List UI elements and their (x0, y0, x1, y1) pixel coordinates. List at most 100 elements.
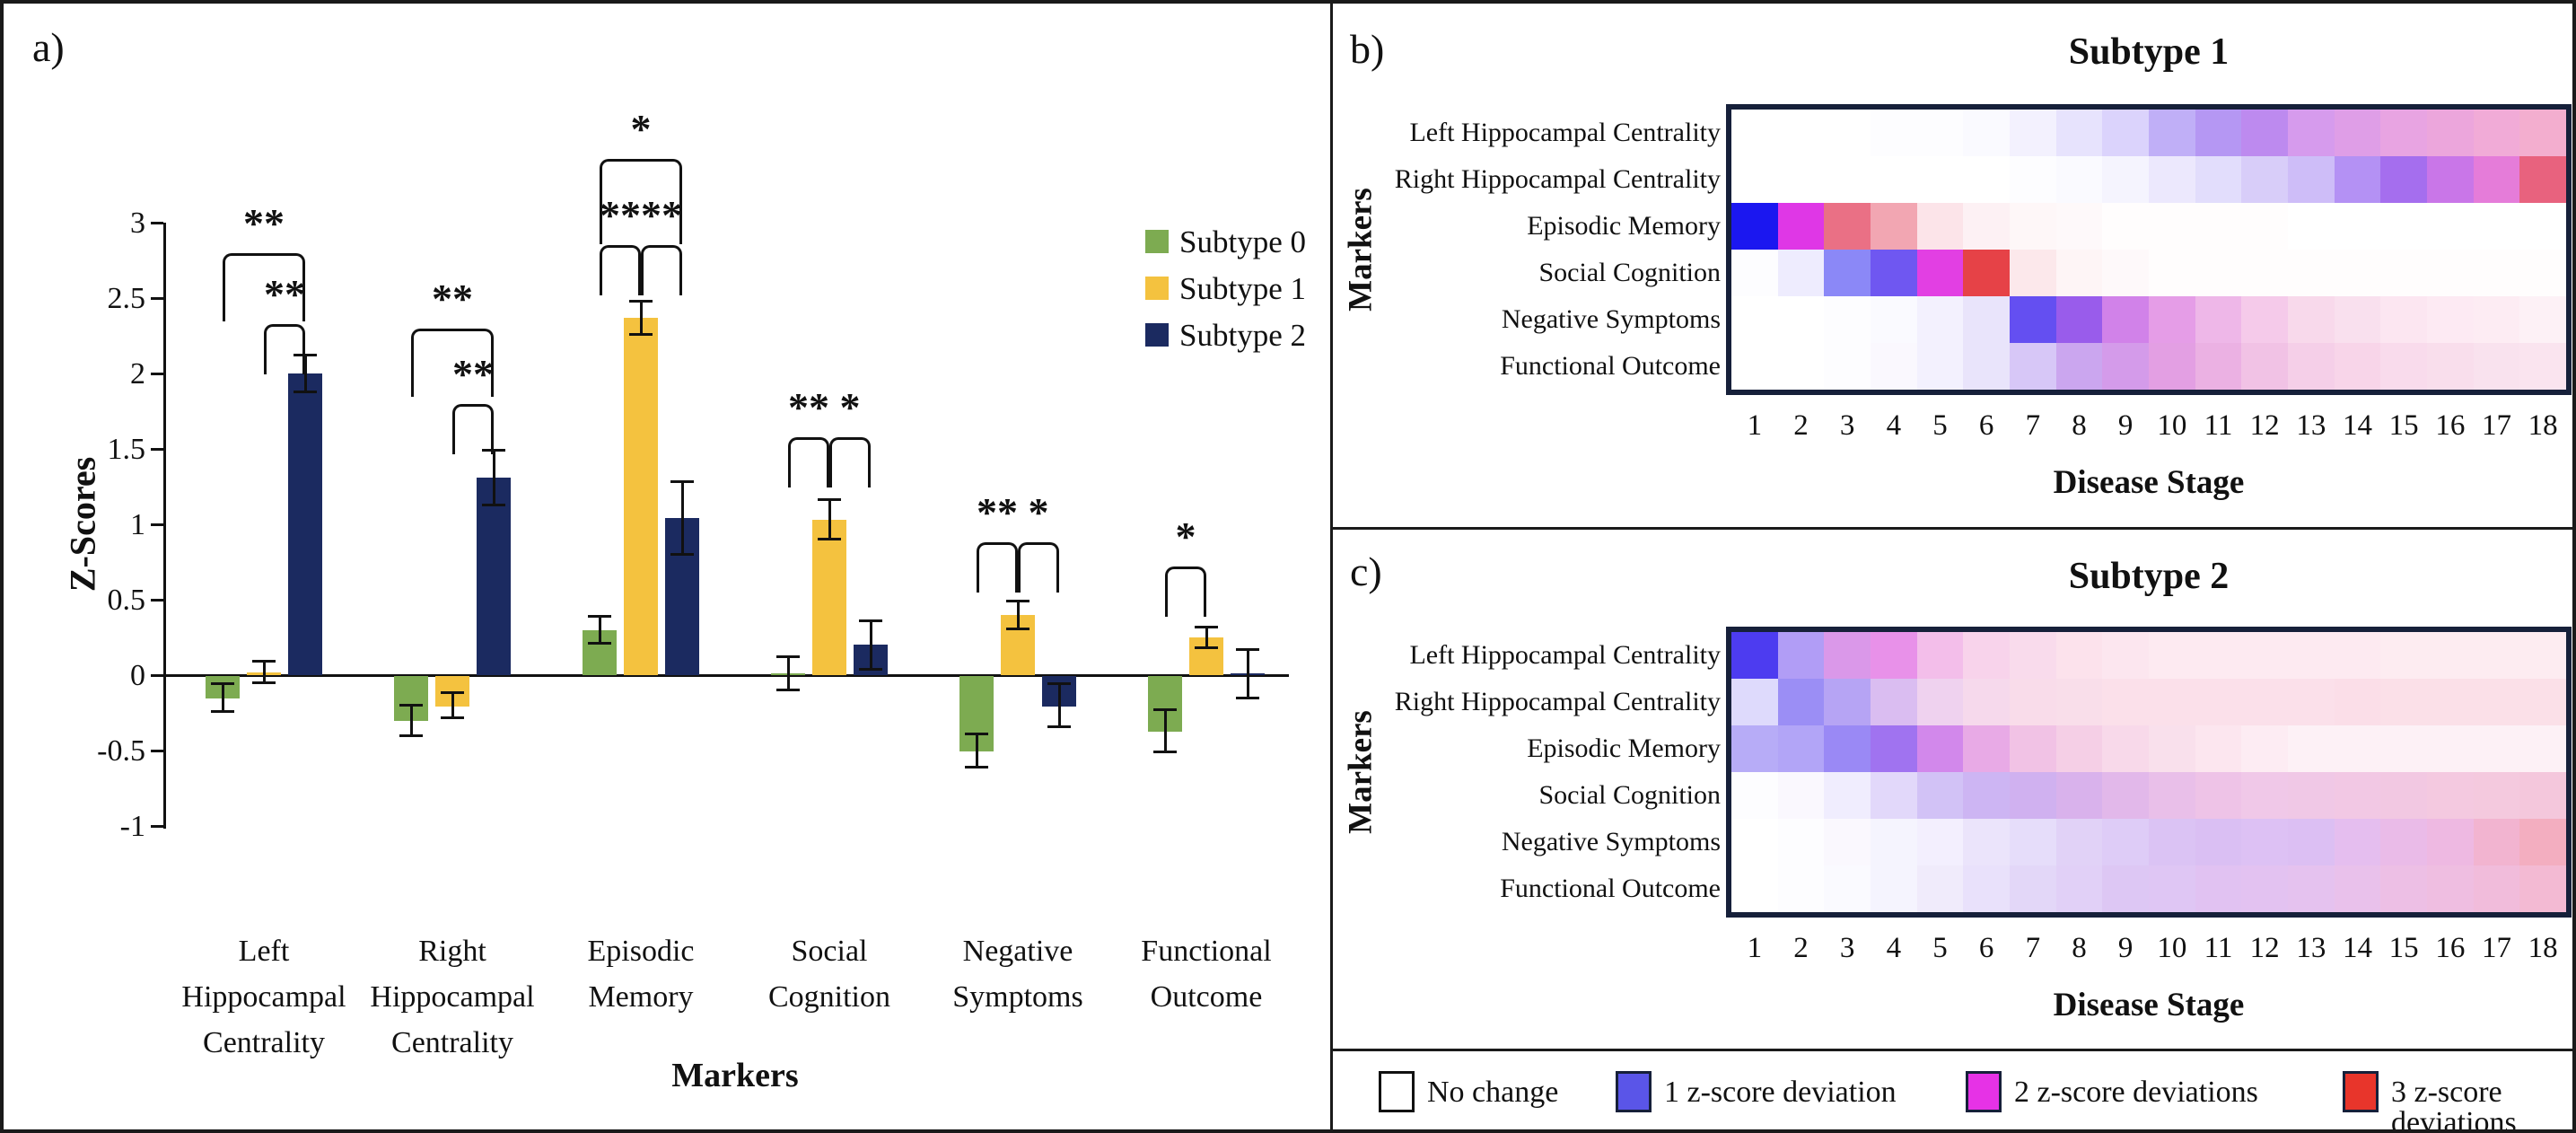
heatmap-cell-r5-s3 (1824, 343, 1871, 390)
heatmap-cell-r3-s17 (2473, 250, 2520, 296)
heatmap-cell-r2-s6 (1963, 203, 2011, 250)
heatmap-cell-r2-s14 (2334, 203, 2381, 250)
heatmap-cell-r3-s10 (2149, 250, 2195, 296)
stage-tick-label: 12 (2249, 932, 2280, 964)
heatmap-cell-r4-s16 (2427, 296, 2474, 343)
heatmap-row-label: Negative Symptoms (1501, 827, 1721, 856)
error-bar-line (599, 614, 601, 646)
error-bar-line (263, 660, 266, 685)
error-bar-line (828, 498, 831, 541)
heatmap-cell-r3-s8 (2055, 772, 2103, 819)
heatmap-cell-r2-s1 (1731, 203, 1778, 250)
error-bar-line (1058, 682, 1061, 728)
heat-legend-label: 2 z-score deviations (2014, 1076, 2258, 1109)
y-tick-label: -1 (119, 810, 145, 843)
panel-divider-legend (1333, 1049, 2572, 1051)
heatmap-cell-r2-s2 (1777, 725, 1825, 772)
stage-tick-label: 15 (2388, 409, 2419, 442)
heatmap-cell-r5-s1 (1731, 343, 1778, 390)
heatmap-grid (1726, 104, 2572, 395)
heatmap-cell-r5-s6 (1963, 343, 2011, 390)
heatmap-cell-r0-s17 (2473, 632, 2520, 679)
heatmap-cell-r4-s15 (2380, 296, 2428, 343)
heatmap-cell-r4-s5 (1916, 819, 1964, 865)
heatmap-cell-r3-s10 (2149, 772, 2195, 819)
heatmap-cell-r1-s12 (2241, 156, 2289, 203)
heatmap-cell-r0-s11 (2195, 110, 2242, 156)
heatmap-cell-r4-s17 (2473, 819, 2520, 865)
heatmap-cell-r3-s18 (2519, 772, 2567, 819)
error-bar-cap (1153, 707, 1177, 711)
heatmap-cell-r1-s6 (1963, 679, 2011, 725)
heatmap-cell-r3-s14 (2334, 772, 2381, 819)
significance-stars: ** (452, 350, 494, 397)
heatmap-cell-r5-s4 (1871, 865, 1917, 912)
stage-tick-label: 10 (2157, 932, 2187, 964)
heatmap-cell-r1-s7 (2010, 679, 2056, 725)
heatmap-cell-r2-s17 (2473, 725, 2520, 772)
heatmap-cell-r5-s10 (2149, 343, 2195, 390)
stage-tick-label: 2 (1793, 932, 1809, 964)
heatmap-row (1731, 296, 2567, 343)
heatmap-cell-r0-s2 (1777, 110, 1825, 156)
stage-tick-label: 18 (2528, 409, 2558, 442)
error-bar-cap (629, 299, 653, 303)
heatmap-cell-r0-s16 (2427, 110, 2474, 156)
heatmap-cell-r3-s5 (1916, 772, 1964, 819)
error-bar-line (1017, 600, 1020, 630)
heatmap-cell-r4-s9 (2102, 296, 2150, 343)
heatmap-cell-r2-s18 (2519, 203, 2567, 250)
heatmap-row (1731, 865, 2567, 912)
heatmap-cell-r1-s11 (2195, 679, 2242, 725)
heatmap-cell-r5-s15 (2380, 865, 2428, 912)
heatmap-cell-r5-s4 (1871, 343, 1917, 390)
stage-tick-label: 10 (2157, 409, 2187, 442)
stage-tick-label: 11 (2204, 409, 2233, 442)
bar-subtype2-group1 (477, 477, 511, 675)
heatmap-cell-r3-s4 (1871, 772, 1917, 819)
stage-tick-label: 3 (1839, 409, 1855, 442)
error-bar-line (493, 449, 495, 506)
stage-tick-label: 7 (2025, 409, 2041, 442)
heatmap-cell-r1-s6 (1963, 156, 2011, 203)
heatmap-row-label: Right Hippocampal Centrality (1394, 687, 1721, 716)
heatmap-cell-r0-s11 (2195, 632, 2242, 679)
heatmap-cell-r5-s18 (2519, 865, 2567, 912)
heat-legend-label: No change (1427, 1076, 1559, 1109)
heatmap-cell-r1-s16 (2427, 679, 2474, 725)
significance-bracket (788, 436, 829, 487)
stage-tick-label: 5 (1932, 932, 1948, 964)
heatmap-cell-r4-s3 (1824, 819, 1871, 865)
heatmap-cell-r3-s6 (1963, 772, 2011, 819)
error-bar-cap (399, 703, 423, 707)
error-bar-cap (441, 691, 464, 695)
heatmap-cell-r0-s5 (1916, 110, 1964, 156)
heatmap-cell-r4-s14 (2334, 296, 2381, 343)
panel-a-label: a) (32, 24, 65, 70)
heatmap-cell-r3-s3 (1824, 250, 1871, 296)
heatmap-cell-r4-s14 (2334, 819, 2381, 865)
error-bar-cap (776, 689, 800, 692)
heatmap-cell-r0-s4 (1871, 632, 1917, 679)
heatmap-cell-r4-s1 (1731, 296, 1778, 343)
error-bar-cap (965, 766, 988, 769)
significance-stars: ** (243, 199, 285, 246)
significance-bracket (223, 252, 305, 321)
heatmap-cell-r3-s11 (2195, 250, 2242, 296)
significance-stars: * (839, 383, 861, 430)
error-bar-cap (1006, 600, 1030, 602)
heatmap-cell-r0-s1 (1731, 110, 1778, 156)
heatmap-row-label: Left Hippocampal Centrality (1409, 640, 1721, 670)
heatmap-cell-r1-s17 (2473, 156, 2520, 203)
heatmap-cell-r4-s4 (1871, 819, 1917, 865)
stage-tick-label: 8 (2072, 932, 2087, 964)
heatmap-cell-r5-s11 (2195, 343, 2242, 390)
error-bar-cap (965, 732, 988, 735)
heatmap-cell-r5-s8 (2055, 343, 2103, 390)
heatmap-cell-r0-s12 (2241, 632, 2289, 679)
stage-tick-label: 1 (1747, 409, 1763, 442)
stage-tick-label: 9 (2117, 932, 2134, 964)
y-tick-label: 3 (130, 206, 145, 240)
heatmap-cell-r4-s2 (1777, 296, 1825, 343)
heatmap-cell-r4-s12 (2241, 819, 2289, 865)
